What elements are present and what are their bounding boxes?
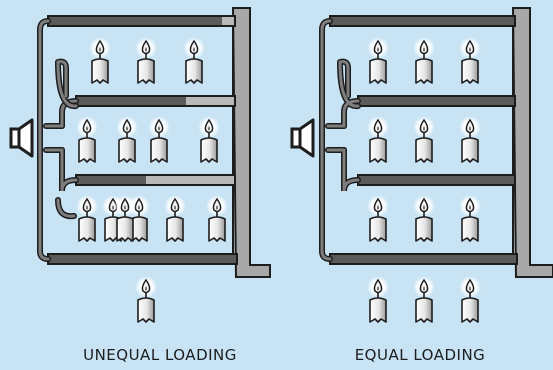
shelf-4 [47, 253, 238, 265]
caption-unequal-loading: UNEQUAL LOADING [83, 346, 237, 364]
speaker-icon [9, 118, 34, 158]
candle-icon [412, 275, 436, 323]
candle-icon [412, 115, 436, 163]
shelf-1 [329, 15, 516, 27]
candles-shelf-2 [75, 115, 221, 163]
panel-equal [290, 7, 553, 323]
candle-icon [182, 36, 206, 84]
candle-icon [75, 115, 99, 163]
rack-frame [511, 7, 553, 278]
candle-icon [134, 275, 158, 323]
candles-shelf-3 [75, 194, 229, 242]
shelf-3 [357, 174, 516, 186]
candle-icon [366, 275, 390, 323]
candle-icon [458, 36, 482, 84]
candle-icon [115, 115, 139, 163]
shelf-4 [329, 253, 518, 265]
caption-equal-loading: EQUAL LOADING [354, 346, 486, 364]
rack-frame [231, 7, 271, 278]
candle-icon [88, 36, 112, 84]
candle-icon [197, 115, 221, 163]
candles-floor [366, 275, 482, 323]
candle-icon [205, 194, 229, 242]
speaker-wires [319, 18, 361, 262]
candle-icon [147, 115, 171, 163]
speaker-wires [37, 18, 79, 262]
shelf-2 [75, 95, 236, 107]
shelf-3 [75, 174, 236, 186]
candle-icon [75, 194, 99, 242]
candle-icon [366, 36, 390, 84]
candle-icon [366, 115, 390, 163]
candle-icon [458, 115, 482, 163]
candle-icon [113, 194, 137, 242]
candle-icon [458, 194, 482, 242]
candle-icon [412, 194, 436, 242]
candles-shelf-1 [88, 36, 206, 84]
shelf-2 [357, 95, 516, 107]
shelf-1 [47, 15, 236, 27]
candles-shelf-3 [366, 194, 482, 242]
candle-icon [458, 275, 482, 323]
candle-icon [366, 194, 390, 242]
candles-shelf-1 [366, 36, 482, 84]
candles-shelf-2 [366, 115, 482, 163]
candle-icon [134, 36, 158, 84]
panel-unequal [9, 7, 271, 323]
candle-icon [163, 194, 187, 242]
candle-icon [412, 36, 436, 84]
speaker-icon [290, 118, 315, 158]
